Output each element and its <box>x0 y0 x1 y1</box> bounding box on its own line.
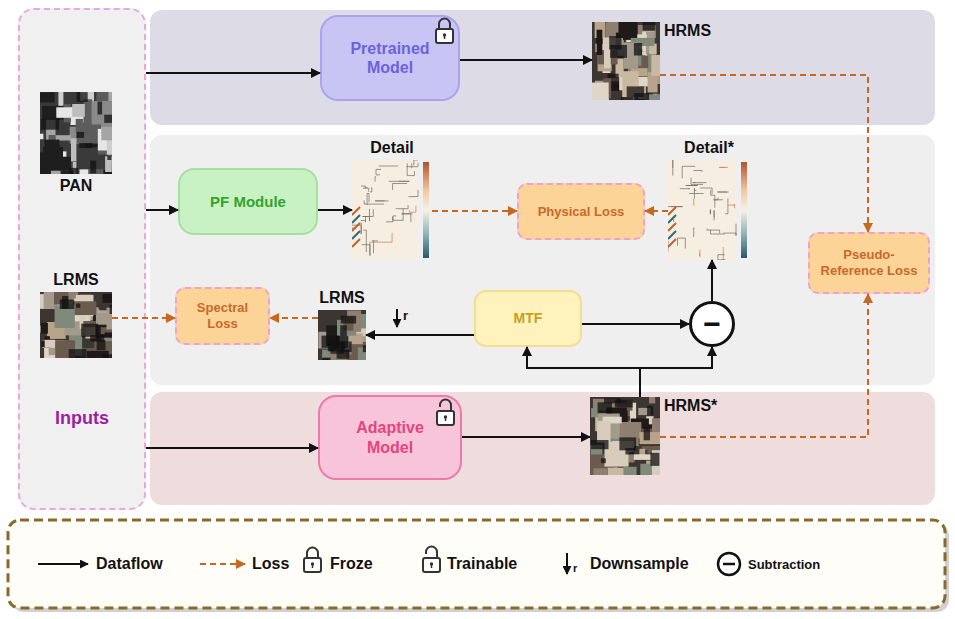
node-img: HRMS* <box>590 397 660 475</box>
legend-text: Dataflow <box>96 555 163 573</box>
image-label: Detail* <box>684 139 734 157</box>
satellite-image <box>590 397 660 475</box>
box-label: PF Module <box>210 193 286 211</box>
satellite-image <box>318 310 366 360</box>
image-label: Detail <box>370 139 414 157</box>
image-label: PAN <box>60 177 93 195</box>
edge-label: r <box>403 308 408 323</box>
dataflow-connector <box>582 323 689 325</box>
dataflow-connector <box>462 436 590 438</box>
legend-shadow <box>12 524 949 612</box>
dataflow-connector <box>146 72 320 74</box>
legend-text: Downsample <box>590 555 689 573</box>
node-box: PF Module <box>178 168 318 235</box>
node-img: HRMS <box>592 22 660 100</box>
legend-text: Subtraction <box>748 557 820 572</box>
satellite-image <box>592 22 660 100</box>
node-detail: Detail <box>352 160 432 260</box>
loss-connector <box>660 294 868 437</box>
dataflow-connector <box>711 260 713 301</box>
node-detail: Detail* <box>668 160 750 260</box>
loss-connector <box>270 317 318 319</box>
adaptive-band <box>150 392 935 505</box>
satellite-image <box>40 92 112 174</box>
box-label: Pseudo-Reference Loss <box>816 247 922 278</box>
training-band <box>150 135 935 385</box>
image-label: LRMS <box>319 289 364 307</box>
dataflow-connector <box>640 347 712 397</box>
panel-title: Inputs <box>20 408 144 429</box>
loss-connector <box>432 210 517 212</box>
box-label: Pretrained Model <box>346 39 434 77</box>
dataflow-connector <box>460 59 592 61</box>
node-box: Adaptive Model <box>318 395 462 480</box>
downsample-arrow <box>396 309 398 327</box>
legend-lock-open <box>423 547 440 573</box>
node-circle: − <box>689 301 735 347</box>
box-label: MTF <box>514 310 543 327</box>
node-img: PAN <box>40 92 112 174</box>
image-label: HRMS* <box>664 397 717 415</box>
image-label: HRMS <box>664 22 711 40</box>
dataflow-connector <box>146 209 178 211</box>
legend-text: Loss <box>252 555 289 573</box>
node-panel: Inputs PAN LRMS <box>18 8 146 510</box>
legend-text: Froze <box>330 555 373 573</box>
loss-connector <box>645 210 668 212</box>
dataflow-connector <box>146 447 318 449</box>
symbol-subscript: r <box>573 562 577 574</box>
satellite-image <box>40 292 112 358</box>
legend-subtraction-sample <box>718 553 740 575</box>
node-box: MTF <box>474 290 582 347</box>
legend-lock-closed <box>304 548 321 573</box>
operator-symbol: − <box>703 309 721 339</box>
node-box: Pretrained Model <box>320 15 460 101</box>
node-box: Spectral Loss <box>175 287 270 345</box>
legend-loss-sample <box>200 563 245 565</box>
legend-text: Trainable <box>447 555 517 573</box>
node-img: LRMS <box>318 310 366 360</box>
node-img: LRMS <box>40 292 112 358</box>
detail-map <box>668 160 750 260</box>
dataflow-connector <box>527 347 640 397</box>
legend-downsample-sample <box>566 553 568 574</box>
dataflow-connector <box>366 334 474 336</box>
node-box: Physical Loss <box>517 183 645 240</box>
box-label: Spectral Loss <box>189 300 256 331</box>
image-label: LRMS <box>53 271 98 289</box>
box-label: Physical Loss <box>538 204 625 220</box>
pretrained-band <box>150 10 935 125</box>
legend-box <box>8 520 945 608</box>
detail-map <box>352 160 432 260</box>
node-box: Pseudo-Reference Loss <box>808 232 930 294</box>
box-label: Adaptive Model <box>346 418 434 456</box>
legend-dataflow-sample <box>38 563 88 565</box>
dataflow-connector <box>318 209 352 211</box>
